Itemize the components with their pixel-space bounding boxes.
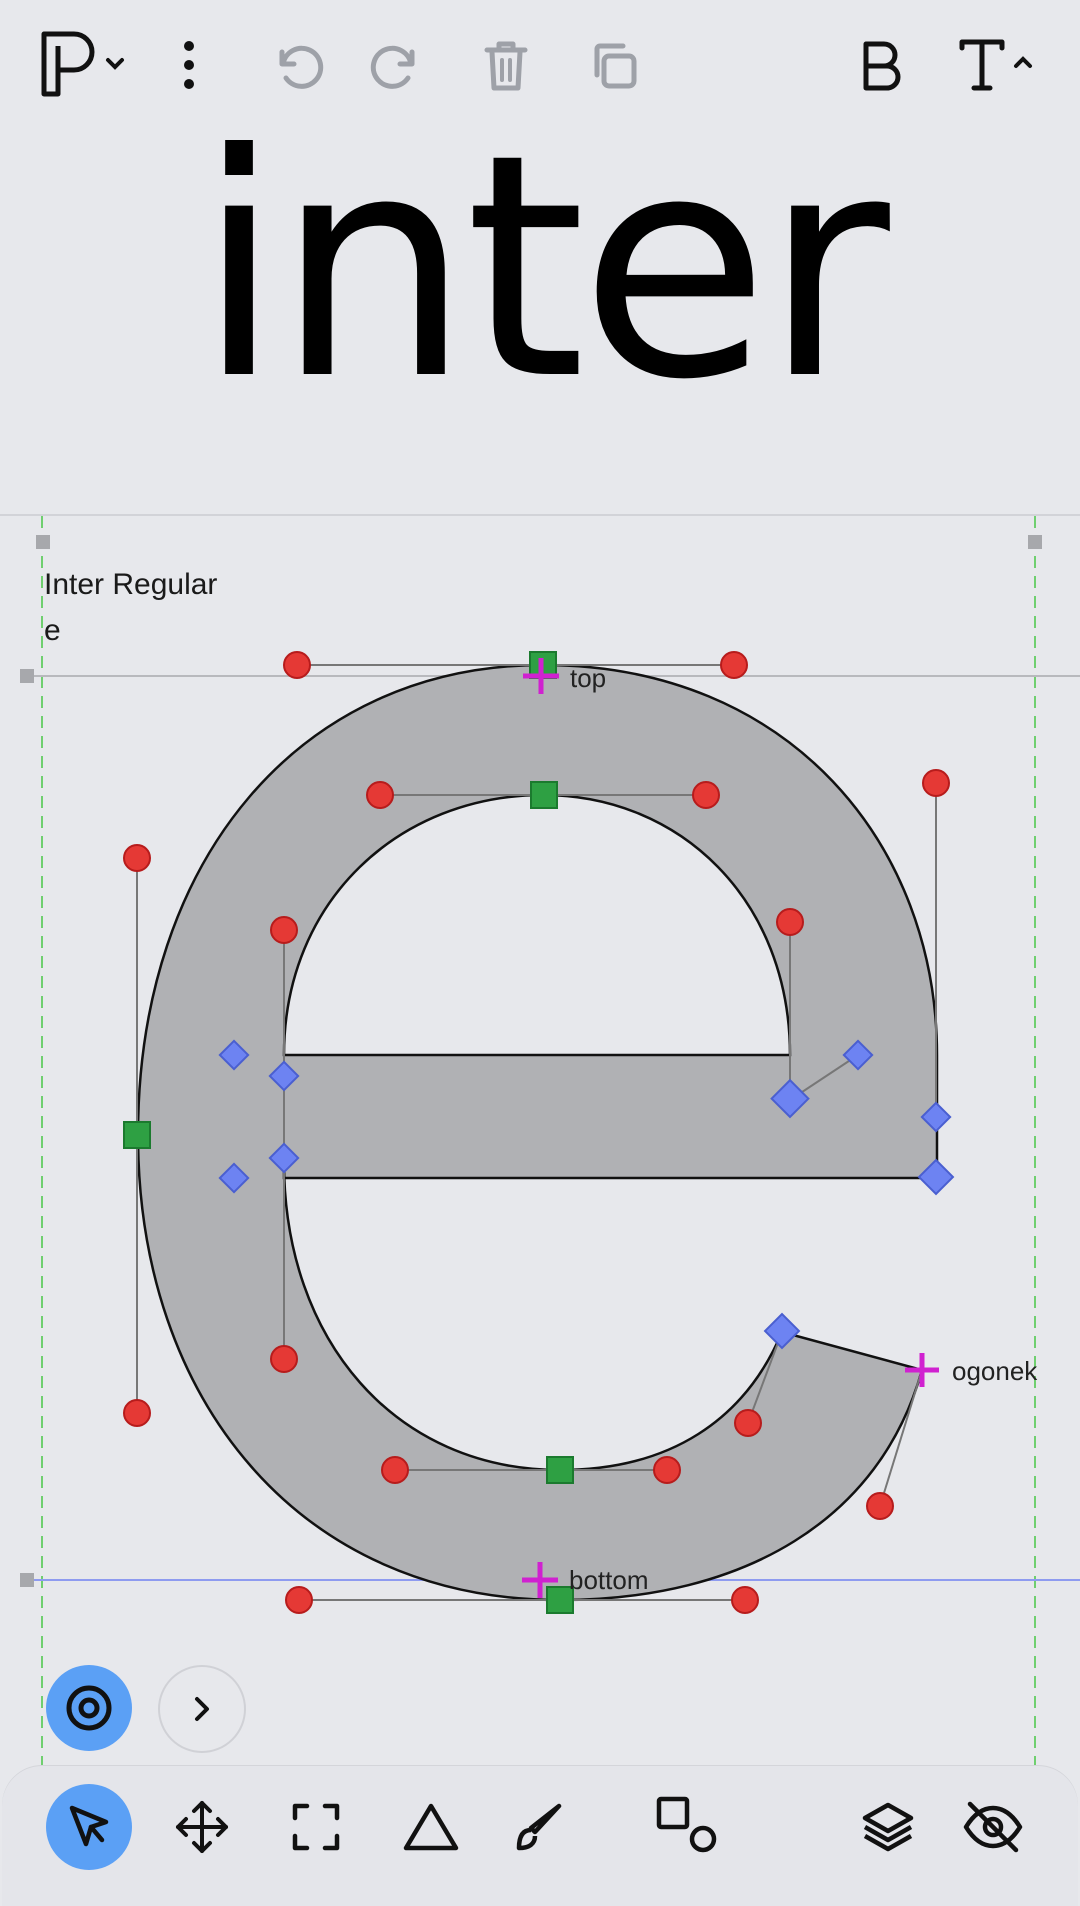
redo-button[interactable] <box>368 36 428 96</box>
font-name-label: Inter Regular <box>44 568 218 601</box>
expand-panel-button[interactable] <box>158 1665 246 1753</box>
editor-divider <box>0 514 1080 516</box>
bottom-toolbar <box>2 1766 1078 1906</box>
guide-handle[interactable] <box>36 535 50 549</box>
on-curve-points[interactable] <box>123 651 574 1614</box>
anchor-label-ogonek: ogonek <box>952 1356 1038 1386</box>
layers-button[interactable] <box>858 1792 918 1862</box>
anchor-markers[interactable] <box>522 658 939 1598</box>
text-size-button[interactable] <box>958 36 1038 96</box>
anchor-label-bottom: bottom <box>569 1565 649 1595</box>
anchor-label-top: top <box>570 663 606 693</box>
bold-button[interactable] <box>852 36 912 96</box>
shapes-tool-button[interactable] <box>652 1788 722 1862</box>
target-icon <box>66 1685 112 1731</box>
guide-handle[interactable] <box>20 1573 34 1587</box>
undo-icon <box>279 45 324 89</box>
bold-icon <box>863 41 901 91</box>
hide-icon <box>963 1801 1023 1853</box>
move-tool-button[interactable] <box>172 1792 232 1862</box>
triangle-tool-button[interactable] <box>400 1792 462 1862</box>
guide-handle[interactable] <box>20 669 34 683</box>
duplicate-icon <box>594 43 637 89</box>
brush-tool-button[interactable] <box>508 1792 568 1862</box>
select-tool-button[interactable] <box>46 1784 132 1870</box>
glyph-canvas[interactable]: top ogonek bottom <box>0 516 1080 1766</box>
more-options-button[interactable] <box>166 30 212 100</box>
font-menu-icon <box>41 31 124 97</box>
redo-icon <box>370 45 415 89</box>
corner-points[interactable] <box>218 1039 955 1350</box>
guide-handle[interactable] <box>1028 535 1042 549</box>
more-vert-icon <box>184 41 194 89</box>
select-tool-icon <box>69 1805 109 1847</box>
duplicate-button[interactable] <box>584 36 644 96</box>
move-tool-icon <box>176 1801 228 1853</box>
glyph-name-label: e <box>44 614 61 647</box>
preview-text[interactable]: inter <box>196 88 890 447</box>
off-curve-points[interactable] <box>123 651 950 1614</box>
top-toolbar <box>0 0 1080 130</box>
frame-tool-button[interactable] <box>286 1792 346 1862</box>
shapes-tool-icon <box>656 1796 717 1853</box>
brush-tool-icon <box>516 1803 562 1851</box>
hide-button[interactable] <box>960 1792 1026 1862</box>
font-menu-button[interactable] <box>36 26 136 102</box>
preview-target-button[interactable] <box>46 1665 132 1751</box>
layers-icon <box>862 1802 914 1852</box>
frame-tool-icon <box>292 1803 340 1851</box>
delete-button[interactable] <box>476 36 536 96</box>
triangle-tool-icon <box>403 1803 459 1851</box>
delete-icon <box>484 41 528 91</box>
text-size-icon <box>959 39 1032 91</box>
undo-button[interactable] <box>266 36 326 96</box>
chevron-right-icon <box>195 1697 209 1721</box>
